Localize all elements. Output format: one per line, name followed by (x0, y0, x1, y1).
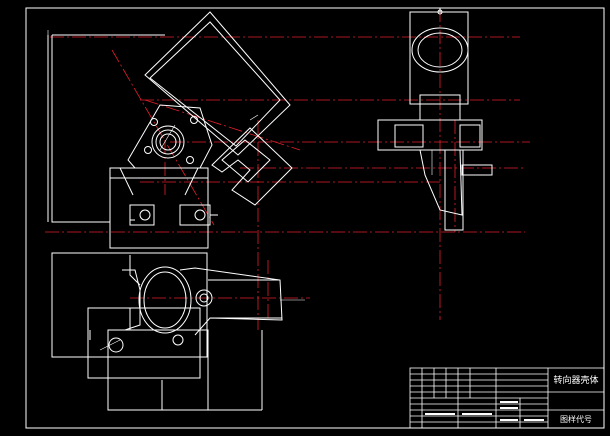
side-view (377, 8, 493, 231)
top-view (51, 252, 283, 411)
drawing-frame (25, 7, 605, 429)
front-view (47, 11, 293, 249)
title-block (409, 367, 605, 429)
part-name-label: 转向器壳体 (553, 374, 598, 386)
dimension-lines (47, 30, 433, 351)
drawing-code-label: 图样代号 (560, 414, 592, 424)
title-block-marks (425, 401, 544, 421)
center-lines (45, 8, 530, 330)
